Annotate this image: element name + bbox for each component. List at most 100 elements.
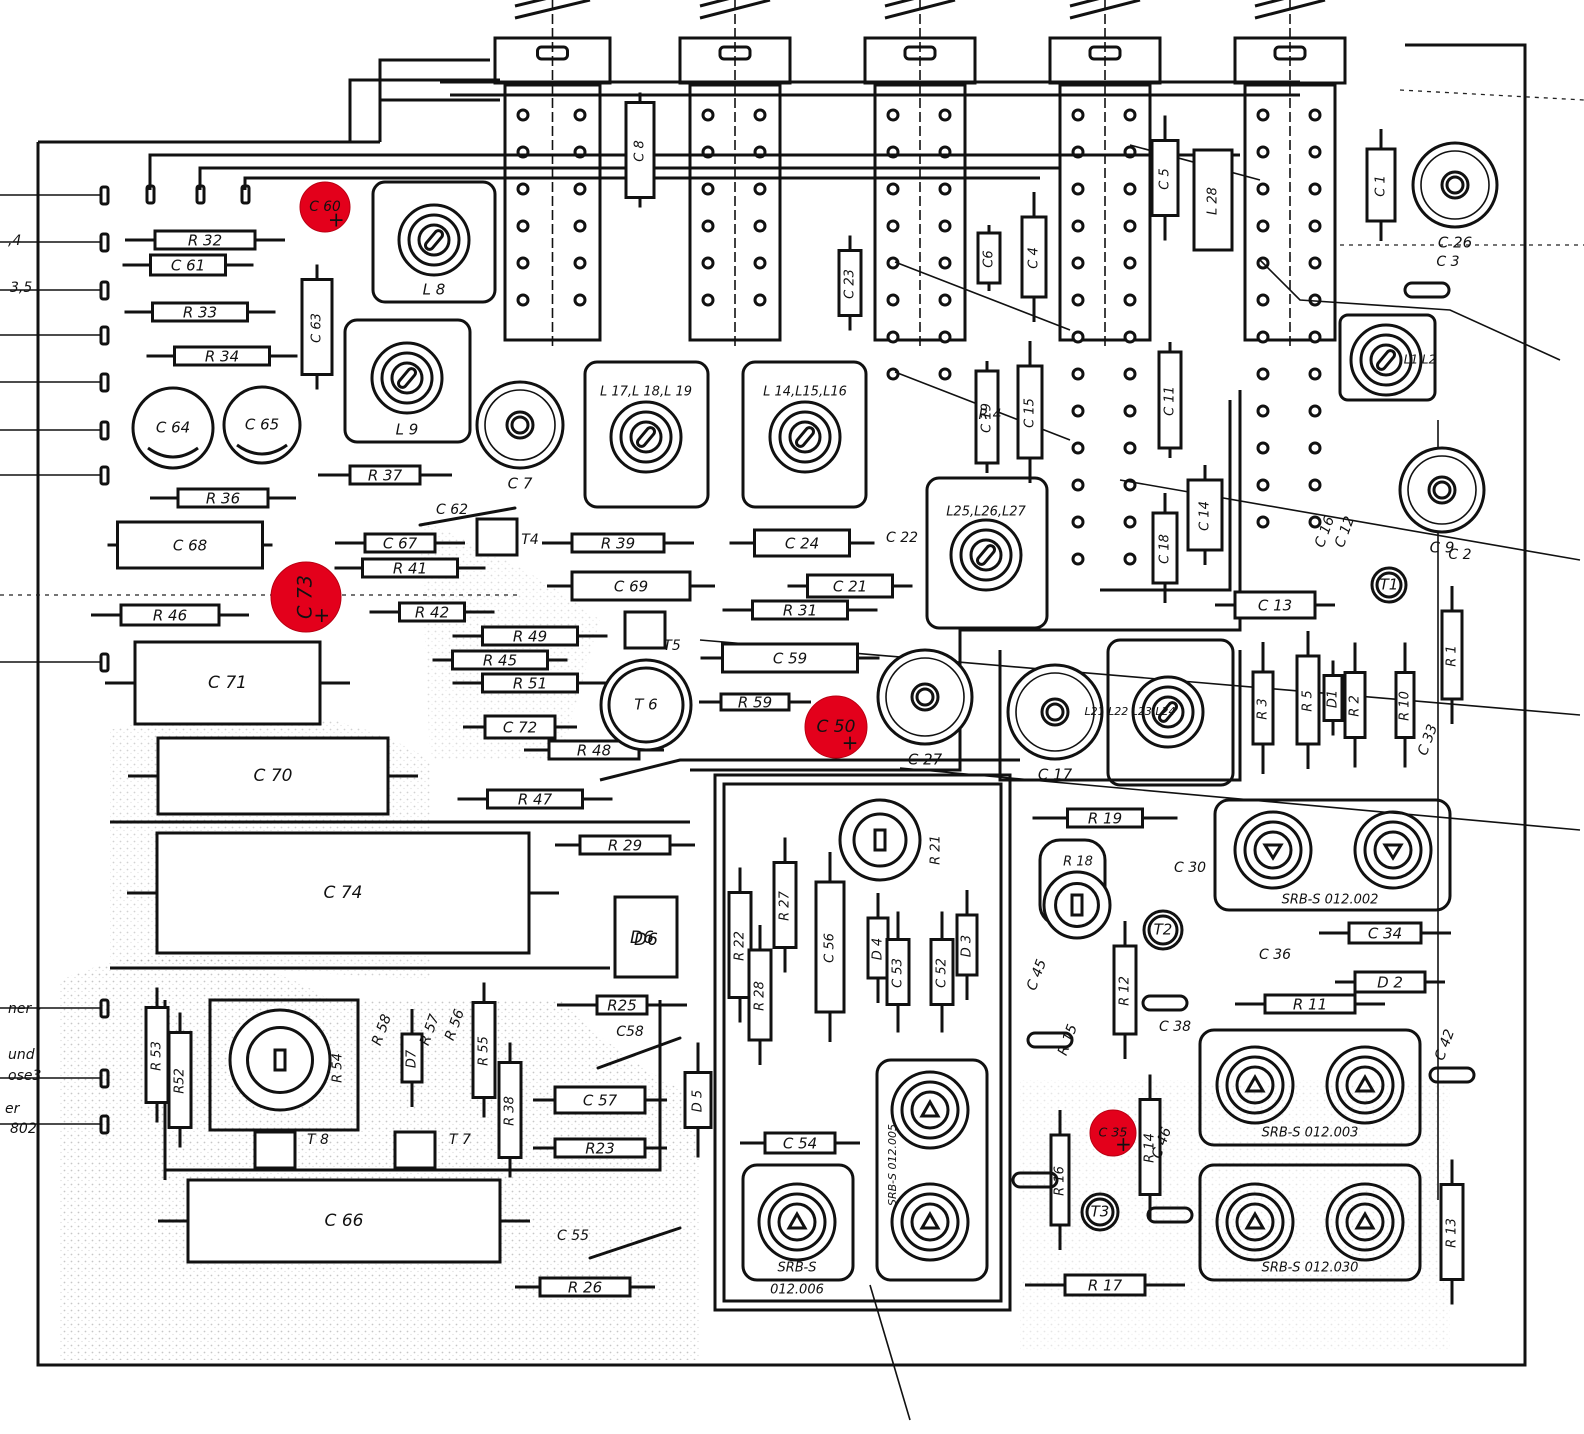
label-r37: R 37 — [368, 467, 403, 485]
label-c27: C 27 — [908, 751, 943, 769]
component-r21 — [838, 798, 922, 882]
label-l17-19: L 17,L 18,L 19 — [600, 385, 692, 400]
highlight-marker-c60[interactable]: C 60+ — [299, 181, 351, 233]
label-sw-003: SRB-S 012.003 — [1262, 1126, 1359, 1141]
label-sw-005a: SRB-S 012.005 — [886, 1124, 899, 1206]
label-sw-006: SRB-S — [778, 1261, 817, 1276]
label-c22: C 22 — [886, 530, 918, 546]
disc-capacitor — [1403, 281, 1451, 299]
highlight-marker-c35[interactable]: C 35+ — [1089, 1109, 1137, 1157]
label-c54: C 54 — [783, 1135, 817, 1153]
label-t4: T4 — [521, 532, 538, 548]
marker-label: C 35 — [1099, 1125, 1128, 1140]
label-c11: C 11 — [1163, 386, 1178, 416]
label-c6: C6 — [982, 250, 997, 267]
component-r31 — [722, 599, 878, 621]
component-r12 — [1112, 921, 1138, 1059]
component-r23 — [533, 1137, 667, 1159]
switch-contact — [1325, 1045, 1405, 1125]
label-c7: C 7 — [508, 475, 533, 493]
label-r25: R25 — [607, 997, 637, 1015]
component-c1 — [1365, 129, 1397, 241]
component-c11 — [1157, 342, 1183, 458]
component-r16 — [1049, 1110, 1071, 1250]
label-r17: R 17 — [1088, 1277, 1123, 1295]
label-r12: R 12 — [1118, 976, 1133, 1006]
label-t1: T1 — [1380, 576, 1399, 594]
component-c26 — [1411, 141, 1499, 229]
label-r19: R 19 — [1088, 810, 1122, 828]
shield-boxes — [208, 180, 1452, 1312]
component-c21 — [787, 573, 913, 599]
component-r41 — [334, 557, 486, 579]
component-r51 — [452, 672, 608, 694]
component-l14-16 — [768, 400, 842, 474]
label-c2: C 2 — [1448, 547, 1471, 563]
component-c54 — [740, 1131, 860, 1155]
label-c38: C 38 — [1159, 1019, 1191, 1035]
label-c36: C 36 — [1259, 947, 1291, 963]
component-c15 — [1016, 341, 1044, 483]
edge-label: ose3 — [8, 1068, 41, 1084]
component-c34 — [1319, 921, 1451, 945]
label-r21: R 21 — [929, 835, 944, 865]
edge-label: 3,5 — [10, 280, 32, 296]
marker-label: C 60 — [309, 199, 341, 215]
traces — [0, 80, 1584, 1421]
label-r46: R 46 — [153, 607, 187, 625]
highlight-marker-c73[interactable]: C 73+ — [270, 561, 342, 633]
switch-contact — [1215, 1045, 1295, 1125]
label-r51: R 51 — [513, 675, 547, 693]
label-t6: T 6 — [634, 696, 657, 714]
polarity-plus: + — [328, 207, 345, 231]
switch-contact — [757, 1182, 837, 1262]
label-d6: D6 — [634, 930, 658, 950]
component-r46 — [91, 603, 249, 627]
component-d5 — [683, 1042, 713, 1158]
highlight-markers: C 60+C 73+C 50+C 35+ — [270, 181, 1137, 1157]
label-l1-2: L1 L2 — [1404, 353, 1436, 367]
label-r2: R 2 — [1348, 695, 1363, 716]
component-c53 — [885, 911, 911, 1033]
label-c62: C 62 — [436, 502, 468, 518]
component-l25-27 — [949, 518, 1023, 592]
disc-capacitor — [1146, 1206, 1194, 1224]
component-r11 — [1235, 993, 1385, 1015]
label-r4: R 4 — [978, 407, 1001, 423]
label-r32: R 32 — [188, 232, 222, 250]
switch-contact — [890, 1070, 970, 1150]
component-l1-2 — [1349, 323, 1423, 397]
polarity-plus: + — [842, 731, 859, 755]
board-outline — [36, 43, 1527, 1367]
component-d1 — [1322, 660, 1344, 736]
component-d6 — [613, 895, 679, 979]
component-c18 — [1151, 493, 1179, 603]
component-r26 — [515, 1276, 655, 1298]
label-r41: R 41 — [393, 560, 427, 578]
label-r53: R 53 — [150, 1041, 165, 1071]
component-r49 — [452, 625, 608, 647]
label-c57: C 57 — [583, 1092, 618, 1110]
label-r36: R 36 — [206, 490, 240, 508]
component-t2 — [1142, 909, 1184, 951]
label-c9: C 9 — [1430, 539, 1455, 557]
label-c61: C 61 — [171, 257, 205, 275]
label-c4: C 4 — [1027, 247, 1042, 268]
edge-label: ner - — [8, 1001, 41, 1017]
component-t7 — [393, 1130, 437, 1170]
component-r19 — [1032, 807, 1178, 829]
label-r27: R 27 — [778, 890, 793, 920]
component-r37 — [318, 464, 452, 486]
label-r15: R 15 — [1055, 1022, 1081, 1058]
highlight-marker-c50[interactable]: C 50+ — [804, 695, 868, 759]
label-r5: R 5 — [1301, 690, 1316, 711]
label-sw-030: SRB-S 012.030 — [1262, 1261, 1359, 1276]
component-r22 — [727, 867, 753, 1023]
label-c21: C 21 — [833, 578, 867, 596]
label-l14-16: L 14,L15,L16 — [763, 385, 847, 400]
label-r3: R 3 — [1256, 698, 1271, 719]
component-c71 — [105, 640, 350, 726]
component-c14 — [1186, 465, 1224, 565]
label-r23: R23 — [585, 1140, 615, 1158]
